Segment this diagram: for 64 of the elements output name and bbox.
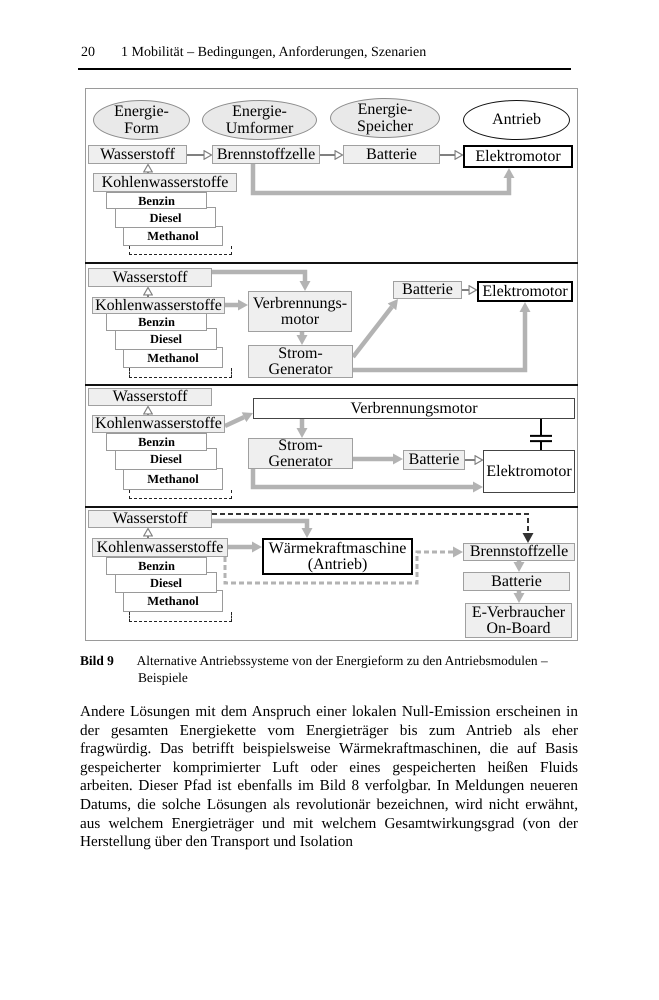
arrow bbox=[143, 286, 153, 297]
arrow bbox=[250, 469, 483, 492]
coupling-line bbox=[529, 418, 553, 451]
dashed-card bbox=[129, 368, 232, 378]
arrow bbox=[353, 454, 403, 464]
dashed-arrow bbox=[224, 546, 463, 584]
component-box: E-Verbraucher On-Board bbox=[465, 603, 572, 638]
arrow bbox=[143, 164, 153, 173]
stacked-card: Benzin bbox=[106, 192, 207, 209]
arrow bbox=[351, 299, 398, 358]
arrow bbox=[143, 406, 153, 415]
component-box: Elektromotor bbox=[477, 281, 573, 302]
component-box: Batterie bbox=[463, 572, 570, 591]
component-box: Batterie bbox=[343, 145, 440, 164]
component-box: Kohlenwasserstoffe bbox=[92, 415, 225, 433]
component-box: Kohlenwasserstoffe bbox=[92, 538, 228, 557]
arrow bbox=[296, 419, 308, 438]
arrow bbox=[440, 150, 464, 160]
stacked-card: Benzin bbox=[106, 313, 207, 331]
arrow bbox=[514, 561, 524, 572]
arrow bbox=[250, 164, 514, 196]
body-paragraph: Andere Lösungen mit dem Anspruch einer lokalen Null-Emission erscheinen in der gesamten Energiekette vom Energieträger bis zum Antrieb als eher fragwürdig. Das betrifft beispielsweise Wärmekraftmaschinen, die auf Basis gespeicherter komprimierter Luft oder eines gespeicherten heißen Fluids arbeiten. Dieser Pfad ist ebenfalls im Bild 8 verfolgbar. In Meldungen neueren Datums, die solche Lösungen als revolutionär bezeichnen, wird nicht erwähnt, aus welchem Energieträger und mit welchem Gesamtwirkungsgrad (von der Herstellung über den Transport und Isolation bbox=[80, 703, 578, 852]
component-box: Wasserstoff bbox=[88, 510, 212, 528]
component-box: Verbrennungs- motor bbox=[248, 291, 352, 332]
stacked-card: Benzin bbox=[106, 433, 207, 451]
component-box: Strom- Generator bbox=[248, 438, 353, 469]
dashed-card bbox=[129, 246, 232, 255]
arrow bbox=[465, 455, 484, 465]
component-box: Kohlenwasserstoffe bbox=[93, 173, 237, 192]
arrow bbox=[462, 285, 478, 295]
component-box: Batterie bbox=[403, 450, 465, 470]
component-box: Wasserstoff bbox=[88, 388, 212, 406]
arrow bbox=[224, 412, 253, 428]
arrow bbox=[212, 518, 312, 538]
arrow bbox=[187, 150, 212, 160]
component-box: Elektromotor bbox=[463, 145, 573, 168]
stacked-card: Benzin bbox=[106, 557, 207, 575]
component-box: Elektromotor bbox=[483, 450, 575, 493]
running-head: 1 Mobilität – Bedingungen, Anforderungen, Szenarien bbox=[121, 44, 426, 62]
component-box: Kohlenwasserstoffe bbox=[92, 297, 225, 314]
arrow bbox=[514, 591, 524, 603]
dashed-arrow bbox=[212, 513, 534, 543]
arrow bbox=[353, 302, 530, 372]
arrow bbox=[296, 332, 308, 345]
arrow bbox=[228, 542, 262, 552]
stacked-card: Methanol bbox=[123, 468, 223, 490]
arrow bbox=[212, 270, 310, 291]
arrow bbox=[143, 528, 153, 538]
component-box: Strom- Generator bbox=[248, 345, 353, 378]
component-box: Brennstoffzelle bbox=[463, 543, 575, 561]
component-box: Wasserstoff bbox=[88, 145, 187, 164]
page-number: 20 bbox=[81, 44, 95, 62]
component-box: Verbrennungsmotor bbox=[253, 398, 575, 419]
component-box: Brennstoffzelle bbox=[212, 145, 320, 164]
component-box: Wärmekraftmaschine (Antrieb) bbox=[262, 538, 413, 575]
stacked-card: Methanol bbox=[123, 226, 223, 246]
dashed-card bbox=[129, 612, 232, 622]
arrow bbox=[225, 300, 248, 310]
component-box: Wasserstoff bbox=[88, 268, 212, 287]
figure-caption: Bild 9 Alternative Antriebssysteme von der Energieform zu den Antriebsmodulen – Beispiele bbox=[80, 652, 549, 686]
arrow bbox=[320, 150, 344, 160]
component-box: Batterie bbox=[393, 281, 462, 299]
stacked-card: Diesel bbox=[115, 207, 216, 228]
dashed-card bbox=[129, 490, 232, 499]
